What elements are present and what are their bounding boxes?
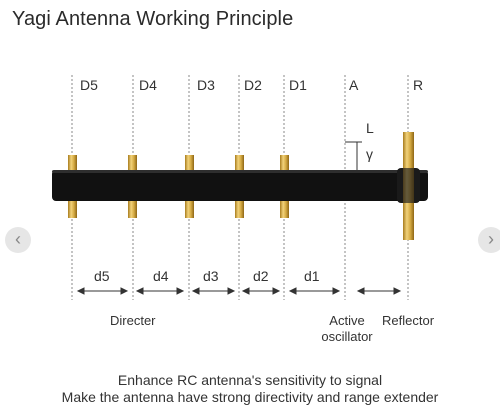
caption-active-line2: oscillator	[321, 329, 373, 344]
distance-label-d5: d5	[94, 268, 110, 284]
label-d2: D2	[244, 77, 262, 93]
dimension-gamma-label: γ	[366, 146, 373, 162]
caption-directer: Directer	[110, 313, 156, 328]
active-element-bracket	[345, 141, 362, 170]
element-d4-top	[128, 155, 137, 174]
arrow-d3	[191, 287, 236, 295]
caption-active-line1: Active	[329, 313, 365, 328]
element-d1-top	[280, 155, 289, 174]
label-d1: D1	[289, 77, 307, 93]
arrow-d1	[288, 287, 341, 295]
element-d3-top	[185, 155, 194, 174]
footer-line-1: Enhance RC antenna's sensitivity to sign…	[117, 372, 383, 388]
page-title: Yagi Antenna Working Principle	[12, 8, 294, 30]
label-d4: D4	[139, 77, 157, 93]
next-slide-button[interactable]: ›	[478, 227, 500, 253]
element-d2-top	[235, 155, 244, 174]
element-d5-bottom	[68, 201, 77, 218]
dimension-length-label: L	[366, 120, 374, 136]
element-d2-bottom	[235, 201, 244, 218]
arrow-d4	[135, 287, 185, 295]
prev-slide-button[interactable]: ‹	[5, 227, 31, 253]
distance-label-d3: d3	[203, 268, 219, 284]
arrow-d2	[241, 287, 281, 295]
label-active: A	[349, 77, 359, 93]
footer-line-2: Make the antenna have strong directivity…	[61, 389, 439, 405]
label-d3: D3	[197, 77, 215, 93]
label-d5: D5	[80, 77, 98, 93]
element-d4-bottom	[128, 201, 137, 218]
chevron-right-icon: ›	[488, 229, 494, 249]
label-reflector: R	[413, 77, 424, 93]
element-d3-bottom	[185, 201, 194, 218]
chevron-left-icon: ‹	[15, 229, 21, 249]
boom-highlight	[52, 170, 428, 173]
distance-label-d1: d1	[304, 268, 320, 284]
reflector-band	[403, 168, 414, 203]
distance-label-d2: d2	[253, 268, 269, 284]
element-d1-bottom	[280, 201, 289, 218]
caption-reflector: Reflector	[382, 313, 435, 328]
antenna-boom	[52, 170, 428, 201]
arrow-d5	[76, 287, 129, 295]
element-d5-top	[68, 155, 77, 174]
arrow-reflector-spacing	[356, 287, 402, 295]
distance-label-d4: d4	[153, 268, 169, 284]
